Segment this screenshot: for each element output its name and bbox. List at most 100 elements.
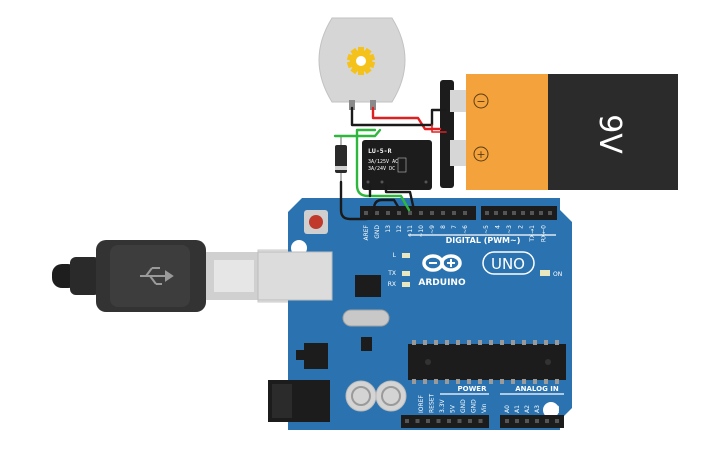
analog-header[interactable] [500, 415, 564, 428]
battery-voltage-label: 9V [592, 114, 627, 154]
svg-text:UNO: UNO [491, 255, 525, 273]
header-pin[interactable] [545, 419, 549, 423]
header-pin[interactable] [525, 419, 529, 423]
wire-black-motor [350, 106, 448, 127]
pin-label: GND [471, 399, 478, 413]
relay-rating-ac: 3A/125V AC [368, 159, 398, 165]
led-l-label: L [393, 252, 397, 259]
wire-green-diode [333, 128, 382, 138]
header-pin[interactable] [535, 419, 539, 423]
header-pin[interactable] [530, 211, 534, 215]
pin-label: 12 [396, 225, 403, 233]
pin-label: ~5 [483, 225, 490, 234]
on-led [540, 270, 550, 276]
pin-label: A2 [524, 405, 531, 413]
dc-motor[interactable] [318, 17, 406, 110]
header-pin[interactable] [494, 211, 498, 215]
pin-label: ~3 [506, 225, 513, 234]
pin-label: 4 [495, 225, 502, 229]
wire-black-relay-2 [384, 184, 416, 212]
header-pin[interactable] [468, 419, 472, 423]
mount-hole [543, 402, 559, 418]
relay[interactable]: LU-5-R 3A/125V AC 3A/24V DC [362, 140, 432, 190]
small-component [361, 337, 372, 351]
header-pin[interactable] [463, 211, 467, 215]
power-header[interactable] [401, 415, 489, 428]
header-pin[interactable] [555, 419, 559, 423]
header-pin[interactable] [457, 419, 462, 423]
uno-badge: UNO [482, 251, 535, 275]
usb-port[interactable] [257, 251, 333, 301]
voltage-regulator [296, 343, 328, 369]
pin-label: A1 [514, 405, 521, 413]
pin-label: A3 [534, 405, 541, 413]
wire-black-gnd [339, 180, 402, 221]
header-pin[interactable] [505, 419, 509, 423]
pin-label: ~11 [407, 225, 414, 238]
header-pin[interactable] [452, 211, 456, 215]
reset-button[interactable] [304, 210, 328, 234]
header-pin[interactable] [441, 211, 445, 215]
header-pin[interactable] [408, 211, 412, 215]
power-label: POWER [458, 385, 488, 393]
pin-label: ~9 [429, 225, 436, 234]
relay-rating-dc: 3A/24V DC [368, 166, 395, 172]
crystal-oscillator [342, 309, 390, 327]
header-pin[interactable] [364, 211, 368, 215]
pin-label: 7 [451, 225, 458, 229]
pin-label: RESET [429, 393, 436, 413]
battery-plus-label: + [476, 148, 485, 161]
header-pin[interactable] [447, 419, 451, 423]
header-pin[interactable] [478, 419, 483, 423]
on-label: ON [553, 271, 562, 278]
header-pin[interactable] [419, 211, 423, 215]
digital-header[interactable] [360, 206, 557, 220]
usb-icon [140, 267, 174, 285]
usb-controller-chip [355, 275, 381, 297]
led-rx-label: RX [388, 281, 396, 288]
header-pin[interactable] [485, 211, 489, 215]
wire-red-battery [431, 124, 447, 133]
header-pin[interactable] [375, 211, 379, 215]
header-pin[interactable] [426, 419, 430, 423]
header-pin[interactable] [430, 211, 434, 215]
capacitors [345, 380, 407, 412]
pin-label: 13 [385, 225, 392, 233]
header-pin[interactable] [436, 419, 441, 423]
pin-label: 2 [518, 225, 525, 229]
pin-label: GND [374, 225, 381, 239]
header-pin[interactable] [539, 211, 543, 215]
pin-label: GND [460, 399, 467, 413]
pin-label: AREF [363, 224, 370, 240]
pin-label: TX→1 [529, 225, 536, 243]
pin-label: ~6 [462, 225, 469, 234]
wires [333, 106, 448, 221]
relay-part-label: LU-5-R [368, 147, 392, 155]
pin-label: 8 [440, 225, 447, 229]
pin-label: RX←0 [541, 225, 548, 242]
header-pin[interactable] [397, 211, 401, 215]
atmega-chip [408, 340, 566, 384]
header-pin[interactable] [548, 211, 552, 215]
pin-label: A0 [504, 405, 511, 413]
analog-label: ANALOG IN [515, 385, 559, 393]
led-tx-label: TX [387, 270, 396, 277]
pin-label: 3.3V [439, 398, 446, 413]
gear-icon [346, 47, 376, 75]
diode[interactable] [335, 136, 347, 182]
header-pin[interactable] [405, 419, 409, 423]
header-pin[interactable] [386, 211, 390, 215]
header-pin[interactable] [515, 419, 519, 423]
power-jack[interactable] [268, 380, 330, 422]
header-pin[interactable] [521, 211, 525, 215]
pin-label: ~10 [418, 225, 425, 238]
battery-9v[interactable]: − + 9V [440, 74, 678, 190]
header-pin[interactable] [503, 211, 507, 215]
header-pin[interactable] [415, 419, 420, 423]
header-pin[interactable] [512, 211, 516, 215]
pin-label: 5V [450, 404, 457, 413]
